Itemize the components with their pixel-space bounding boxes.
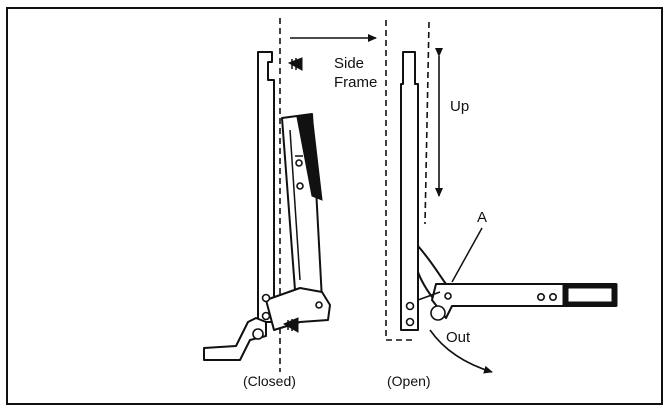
closed-door-arm-dark-edge: [296, 113, 323, 201]
closed-caption: (Closed): [243, 373, 296, 389]
closed-arm-hole-lower: [296, 182, 304, 190]
up-label: Up: [450, 98, 469, 115]
closed-foot-bracket: [203, 317, 267, 361]
open-hinge: A Out Up (Open): [385, 20, 618, 389]
side-frame-label-line1: Side: [334, 55, 364, 72]
open-linkage-line: [417, 291, 441, 301]
open-side-frame-line-right: [424, 21, 430, 225]
open-pivot-small: [444, 292, 452, 300]
closed-foot-pivot: [252, 328, 264, 340]
closed-linkage-plate: [265, 287, 331, 331]
a-label: A: [477, 209, 487, 226]
diagram-border: [6, 7, 663, 405]
open-plate-hole-1: [405, 301, 415, 311]
open-arm-hole-2: [548, 292, 557, 301]
closed-arm-hole-upper: [295, 159, 303, 167]
side-frame-label-line2: Frame: [334, 74, 377, 91]
closed-hinge-plate: [257, 51, 275, 323]
closed-plate-hole-2: [261, 311, 271, 321]
open-plate-hole-2: [405, 317, 415, 327]
out-label: Out: [446, 329, 471, 346]
closed-door-arm-inner-edge: [289, 129, 301, 281]
open-pivot-large: [430, 305, 446, 321]
open-caption: (Open): [387, 373, 431, 389]
closed-linkage-hole: [315, 301, 323, 309]
open-hinge-plate: [400, 51, 419, 331]
a-pointer-line: [451, 227, 483, 283]
open-door-arm-slot: [567, 287, 613, 303]
closed-plate-hole-1: [261, 293, 271, 303]
closed-bottom-screw-icon: [282, 317, 299, 333]
closed-hinge: (Closed): [203, 18, 331, 389]
out-arrow: [429, 329, 493, 374]
closed-top-screw-icon: [287, 57, 303, 71]
open-arm-hole-1: [536, 292, 545, 301]
